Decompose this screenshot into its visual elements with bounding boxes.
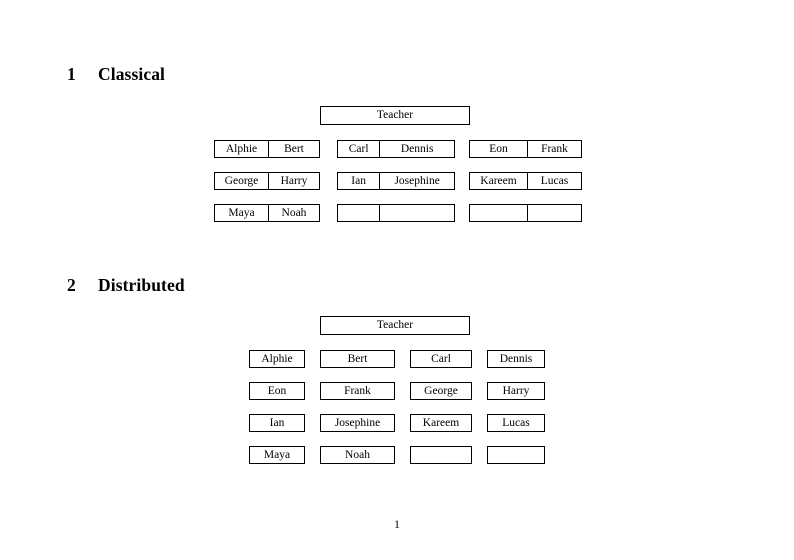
student-cell: Lucas [526,173,581,189]
student-box: Alphie [249,350,305,368]
section-title: Classical [98,64,166,84]
student-pair-row: Eon Frank [469,140,582,158]
student-pair-row: Ian Josephine [337,172,455,190]
section-number: 1 [67,64,76,84]
student-cell: George [224,175,259,187]
student-cell-empty [526,205,581,221]
student-box: Bert [320,350,395,368]
student-pair-row: Maya Noah [214,204,320,222]
student-box: Eon [249,382,305,400]
student-box-empty [410,446,472,464]
student-cell: Frank [526,141,581,157]
teacher-box-distributed: Teacher [320,316,470,335]
page-number: 1 [394,519,400,531]
student-pair-row: Alphie Bert [214,140,320,158]
student-pair-row: George Harry [214,172,320,190]
student-box: Harry [487,382,545,400]
student-cell: Maya [228,207,255,219]
student-box: George [410,382,472,400]
student-box: Maya [249,446,305,464]
student-cell: Alphie [225,143,258,155]
student-cell: Carl [348,143,369,155]
student-pair-row: Kareem Lucas [469,172,582,190]
student-cell: Bert [267,141,319,157]
section-title: Distributed [98,275,185,295]
teacher-box-classical: Teacher [320,106,470,125]
section-number: 2 [67,275,76,295]
student-cell: Harry [267,173,319,189]
student-cell: Noah [267,205,319,221]
student-box-empty [487,446,545,464]
section-heading-distributed: 2 Distributed [67,275,185,296]
student-cell: Dennis [379,141,454,157]
student-box: Noah [320,446,395,464]
section-heading-classical: 1 Classical [67,64,165,85]
student-box: Carl [410,350,472,368]
student-pair-row: Carl Dennis [337,140,455,158]
student-cell: Ian [351,175,366,187]
student-cell-empty [379,205,454,221]
student-cell-empty [338,205,379,221]
student-box: Ian [249,414,305,432]
student-box: Josephine [320,414,395,432]
student-cell-empty [470,205,527,221]
student-cell: Kareem [480,175,517,187]
student-box: Lucas [487,414,545,432]
student-cell: Josephine [379,173,454,189]
student-pair-row-empty [469,204,582,222]
student-box: Kareem [410,414,472,432]
student-pair-row-empty [337,204,455,222]
student-box: Dennis [487,350,545,368]
student-cell: Eon [489,143,508,155]
student-box: Frank [320,382,395,400]
